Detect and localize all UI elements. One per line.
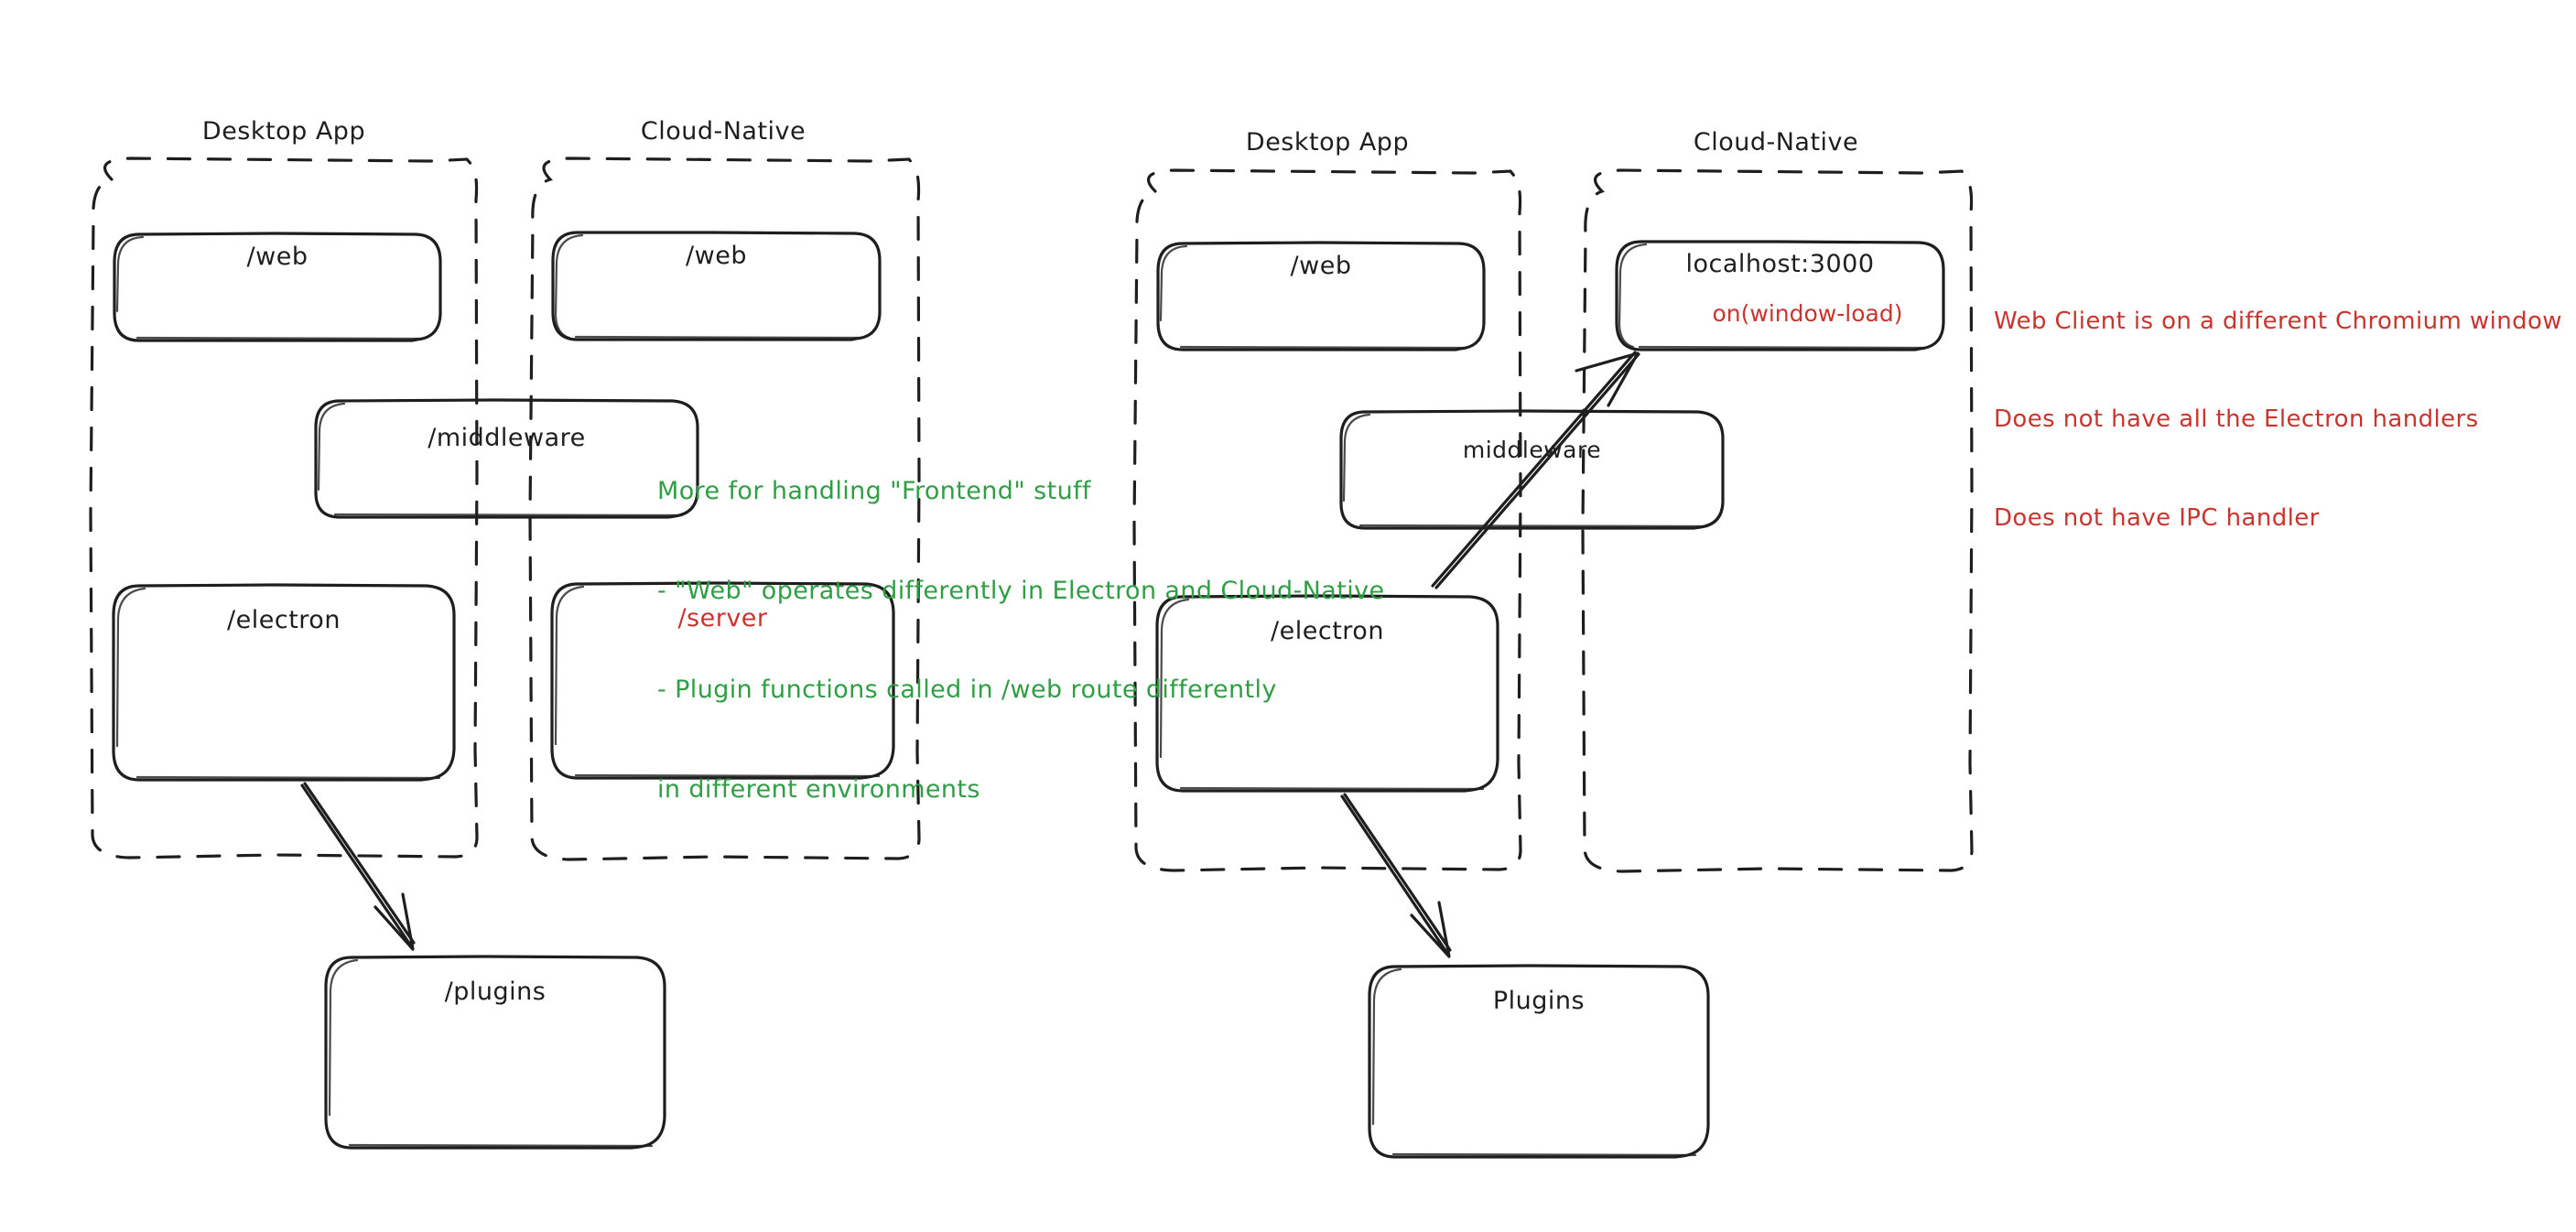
right-desktop-web-label: /web [1290, 252, 1352, 280]
left-cloud-native-title: Cloud-Native [640, 117, 806, 146]
frontend-note-green: More for handling "Frontend" stuff - "We… [657, 409, 1385, 872]
web-client-note-red: Web Client is on a different Chromium wi… [1994, 240, 2562, 601]
frontend-note-line-3: - Plugin functions called in /web route … [657, 675, 1277, 705]
frontend-note-line-4: in different environments [657, 774, 980, 804]
left-electron-label: /electron [227, 606, 341, 634]
left-middleware-box [314, 398, 699, 519]
right-localhost-label: localhost:3000 [1685, 250, 1875, 278]
right-electron-to-localhost-arrow [1431, 351, 1640, 589]
left-desktop-web-label: /web [246, 243, 308, 271]
right-electron-label: /electron [1271, 617, 1384, 645]
frontend-note-line-1: More for handling "Frontend" stuff [657, 477, 1091, 506]
right-plugins-label: Plugins [1492, 987, 1586, 1015]
web-client-note-line-2: Does not have all the Electron handlers [1994, 405, 2479, 434]
left-plugins-label: /plugins [444, 978, 547, 1006]
left-electron-to-plugins-arrow [300, 782, 416, 951]
web-client-note-line-3: Does not have IPC handler [1994, 504, 2320, 532]
right-desktop-app-title: Desktop App [1245, 128, 1410, 157]
left-cloud-web-label: /web [686, 242, 747, 270]
right-cloud-native-title: Cloud-Native [1693, 128, 1859, 157]
left-middleware-label: /middleware [428, 424, 586, 452]
right-localhost-sublabel: on(window-load) [1712, 300, 1903, 327]
left-desktop-app-title: Desktop App [201, 117, 366, 146]
left-server-label: /server [677, 604, 768, 632]
web-client-note-line-1: Web Client is on a different Chromium wi… [1994, 307, 2562, 335]
right-middleware-box [1339, 409, 1725, 530]
frontend-note-line-2: - "Web" operates differently in Electron… [657, 576, 1385, 605]
right-middleware-label: middleware [1462, 437, 1602, 463]
